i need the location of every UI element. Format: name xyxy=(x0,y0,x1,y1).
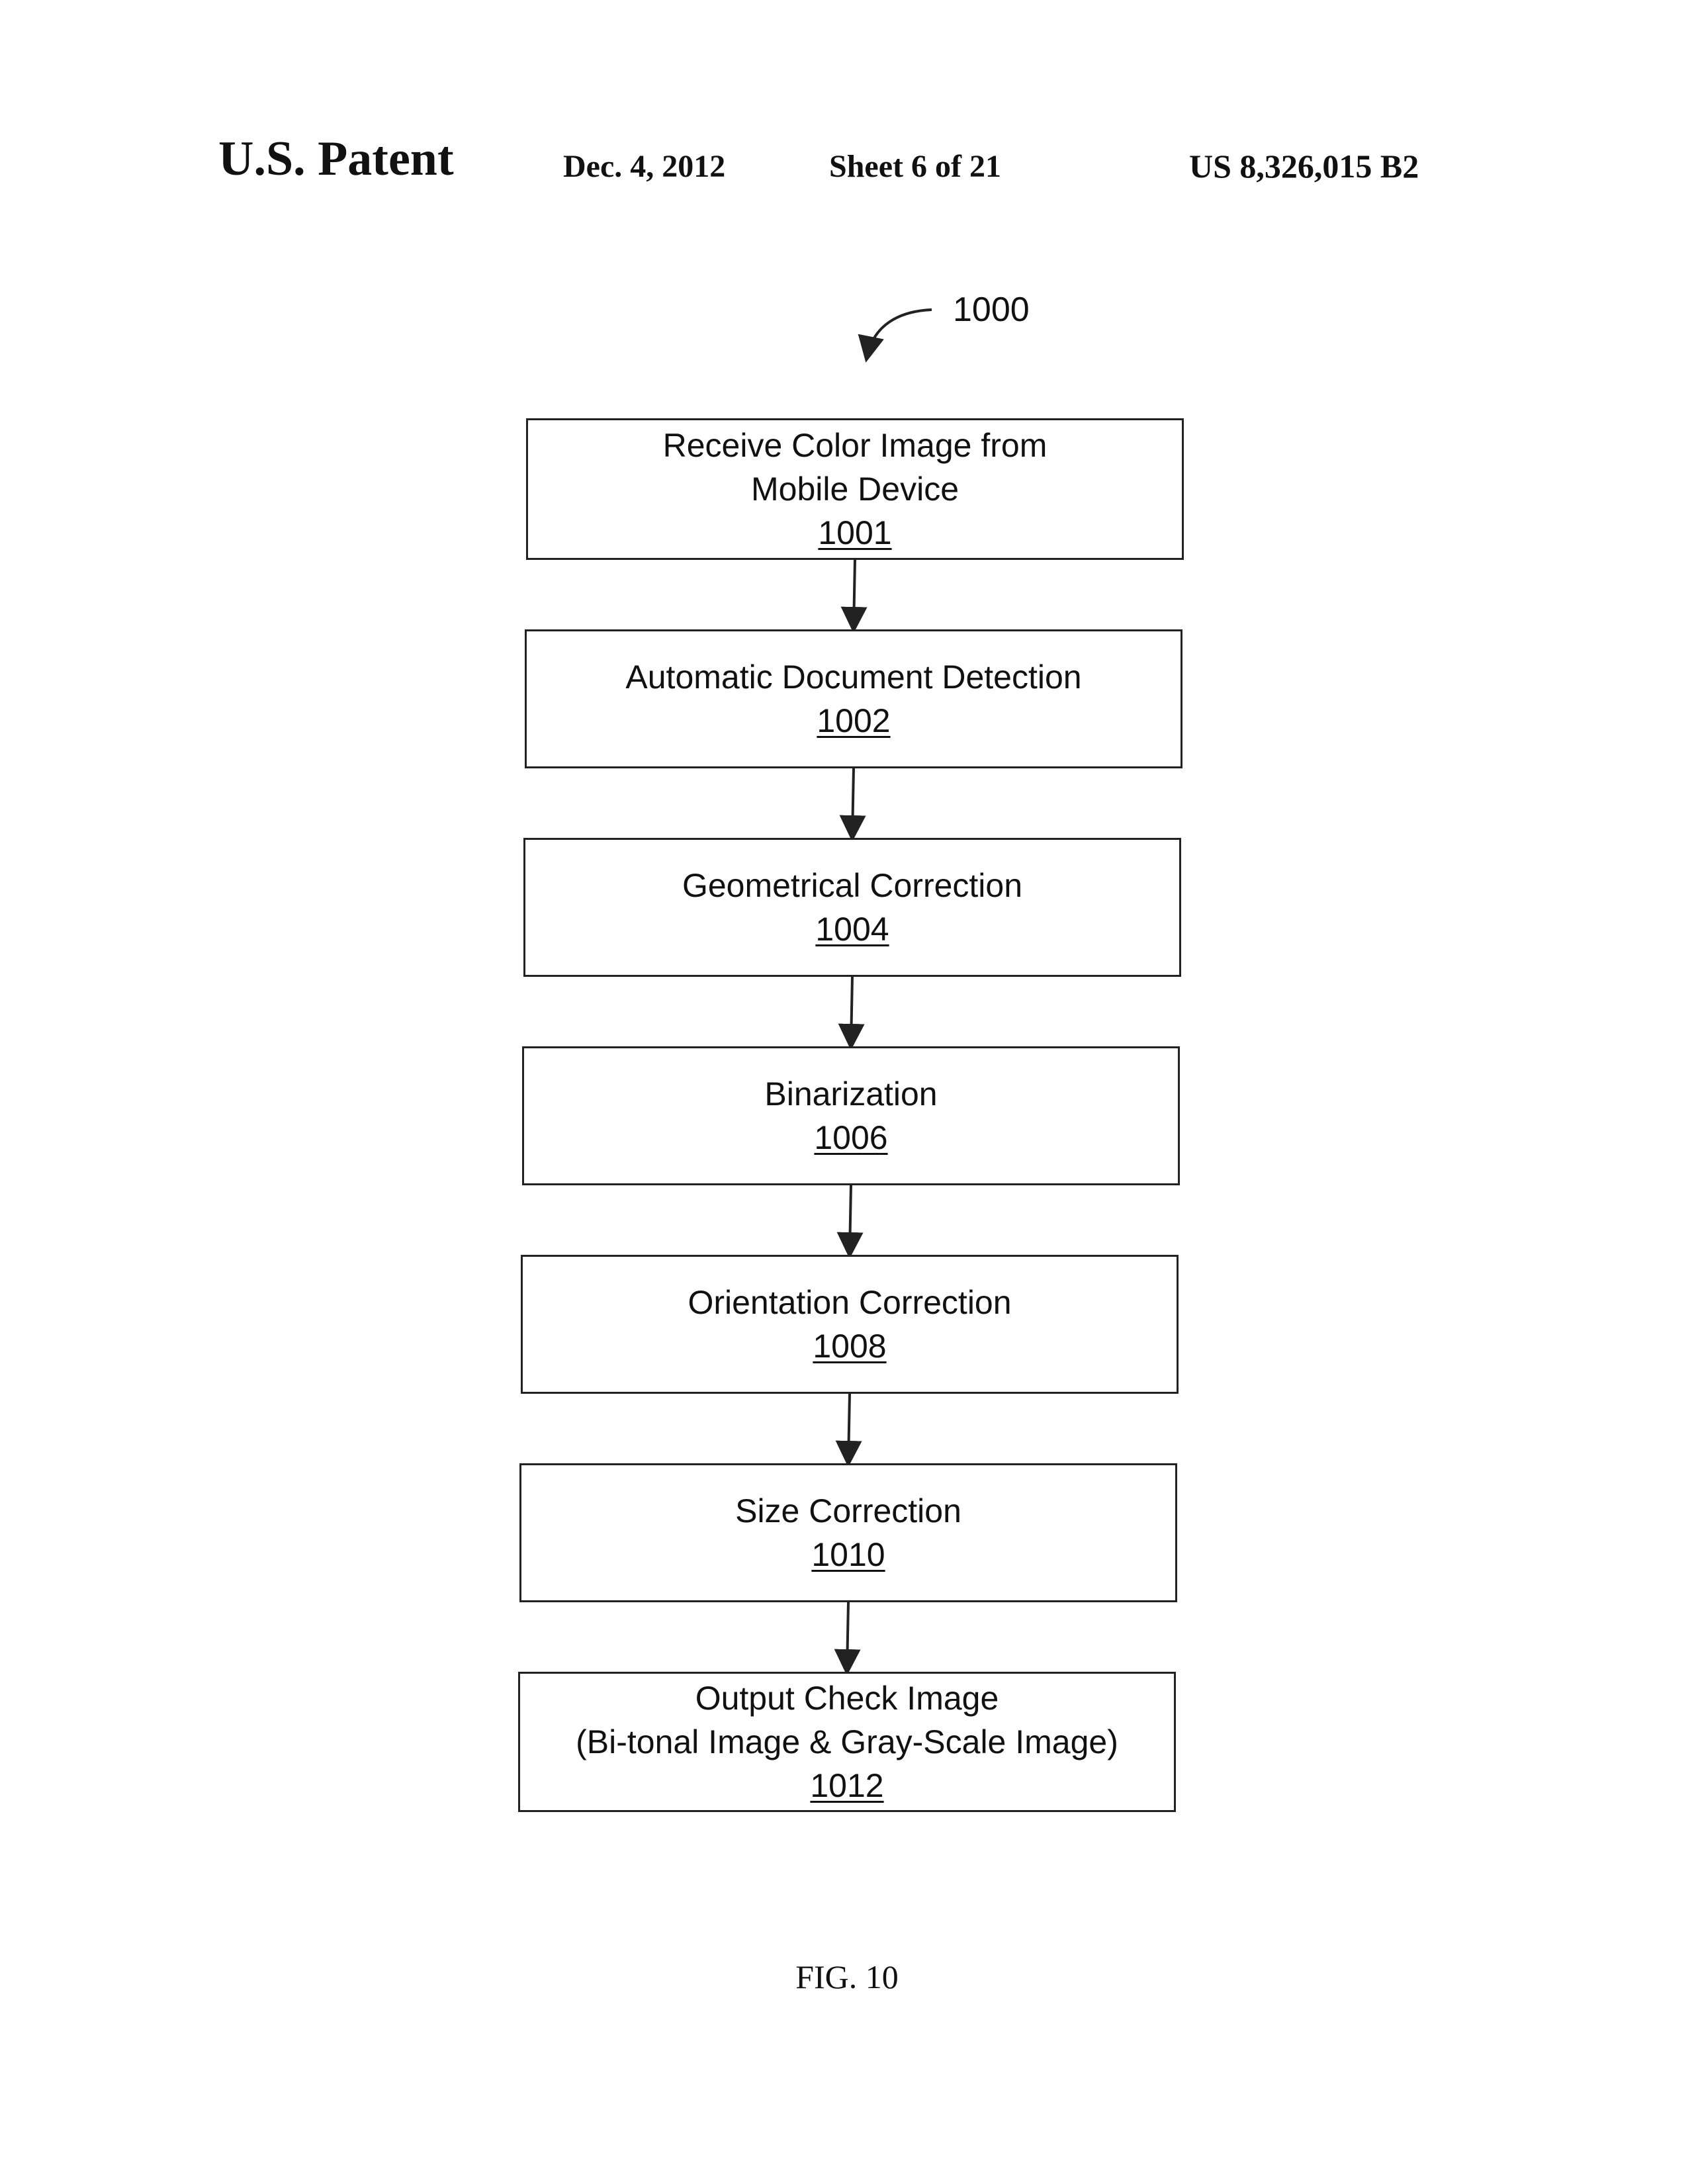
flow-arrow xyxy=(838,976,865,1050)
step-reference: 1008 xyxy=(813,1328,887,1365)
step-reference: 1002 xyxy=(817,702,891,739)
step-box-geometrical-correction: Geometrical Correction 1004 xyxy=(523,838,1181,977)
diagram-reference-label: 1000 xyxy=(953,291,1030,329)
step-label-line: Orientation Correction xyxy=(688,1284,1012,1321)
step-box-automatic-document-detection: Automatic Document Detection 1002 xyxy=(525,629,1182,768)
step-reference: 1001 xyxy=(818,514,892,551)
step-label-line: Geometrical Correction xyxy=(682,867,1023,904)
figure-caption: FIG. 10 xyxy=(795,1958,899,1995)
step-box-receive-color-image: Receive Color Image from Mobile Device 1… xyxy=(526,418,1184,560)
step-label-line: Size Correction xyxy=(735,1492,961,1529)
step-box-size-correction: Size Correction 1010 xyxy=(519,1463,1177,1602)
patent-date: Dec. 4, 2012 xyxy=(563,149,726,184)
step-reference: 1010 xyxy=(811,1536,885,1573)
step-reference: 1006 xyxy=(814,1119,888,1156)
flow-arrow xyxy=(835,1393,862,1467)
reference-arrow xyxy=(858,308,932,363)
step-box-orientation-correction: Orientation Correction 1008 xyxy=(521,1255,1179,1394)
step-label-line: Binarization xyxy=(764,1075,938,1113)
step-label-line: Output Check Image xyxy=(695,1680,999,1717)
flow-arrow xyxy=(836,1185,864,1259)
step-label-line: (Bi-tonal Image & Gray-Scale Image) xyxy=(576,1723,1118,1760)
patent-number: US 8,326,015 B2 xyxy=(1189,148,1419,185)
step-reference: 1012 xyxy=(810,1767,884,1804)
flow-arrow xyxy=(839,768,866,842)
step-label-line: Receive Color Image from xyxy=(662,427,1048,464)
step-reference: 1004 xyxy=(815,911,889,948)
flow-arrow xyxy=(840,559,868,633)
step-box-binarization: Binarization 1006 xyxy=(522,1046,1180,1185)
sheet-number: Sheet 6 of 21 xyxy=(829,149,1001,184)
step-box-output-check-image: Output Check Image (Bi-tonal Image & Gra… xyxy=(518,1672,1176,1812)
patent-title: U.S. Patent xyxy=(218,132,454,186)
step-label-line: Mobile Device xyxy=(750,471,959,508)
step-label-line: Automatic Document Detection xyxy=(625,659,1082,696)
flow-arrow xyxy=(834,1602,861,1676)
